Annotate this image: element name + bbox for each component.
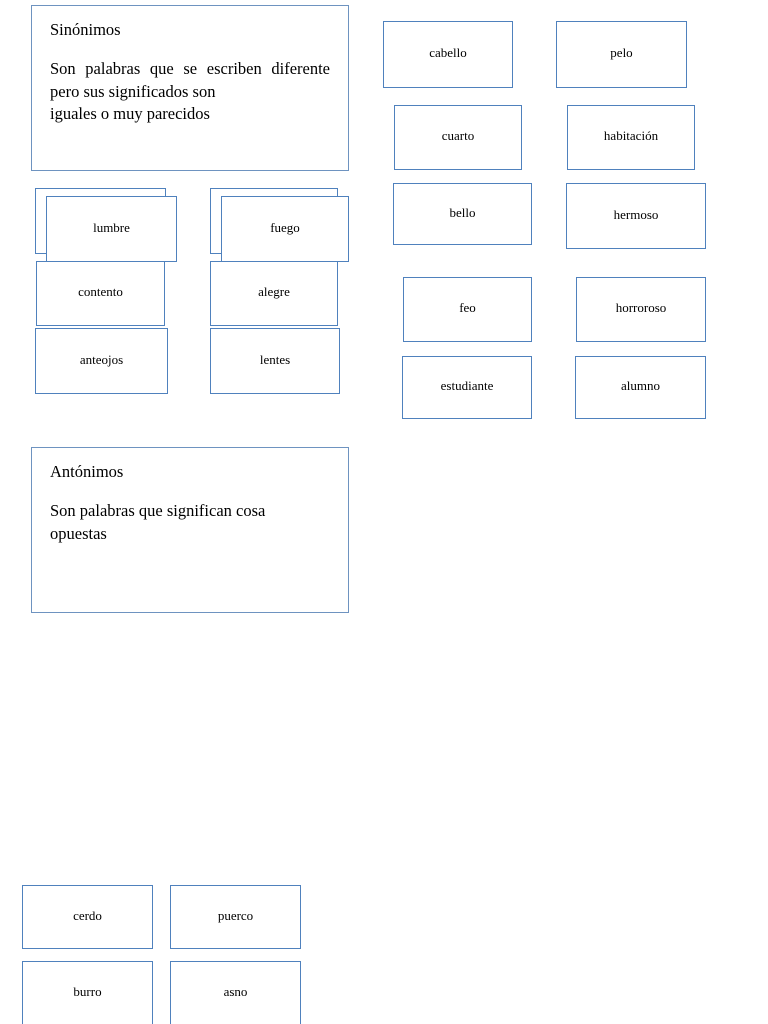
word-card-anteojos[interactable]: anteojos — [35, 328, 168, 394]
word-card-estudiante[interactable]: estudiante — [402, 356, 532, 419]
definition-line-2-ant: opuestas — [50, 523, 107, 543]
word-card-alegre[interactable]: alegre — [210, 261, 338, 326]
word-card-bello[interactable]: bello — [393, 183, 532, 245]
word-label-cuarto: cuarto — [441, 128, 475, 144]
word-label-pelo: pelo — [610, 45, 633, 61]
word-card-contento[interactable]: contento — [36, 261, 165, 326]
word-label-horroroso: horroroso — [615, 300, 667, 316]
word-card-alumno[interactable]: alumno — [575, 356, 706, 419]
word-card-burro[interactable]: burro — [22, 961, 153, 1024]
word-card-fuego[interactable]: fuego — [221, 196, 349, 262]
word-label-burro: burro — [73, 983, 102, 999]
word-label-contento: contento — [78, 284, 123, 300]
word-label-lumbre: lumbre — [93, 219, 130, 235]
definition-title-sinonimos: Sinónimos — [50, 20, 121, 39]
word-card-lentes[interactable]: lentes — [210, 328, 340, 394]
word-card-cabello[interactable]: cabello — [383, 21, 513, 88]
word-label-cerdo: cerdo — [73, 907, 102, 923]
definition-title-antonimos: Antónimos — [50, 462, 124, 481]
definition-line-1: Son palabras que se escriben — [50, 58, 262, 78]
word-label-estudiante: estudiante — [440, 378, 494, 394]
word-label-asno: asno — [223, 983, 248, 999]
word-label-alumno: alumno — [621, 378, 660, 394]
word-label-fuego: fuego — [270, 219, 300, 235]
word-label-puerco: puerco — [217, 907, 254, 923]
word-card-asno[interactable]: asno — [170, 961, 301, 1024]
word-label-anteojos: anteojos — [79, 351, 124, 367]
word-label-alegre: alegre — [258, 284, 290, 300]
definition-line-3: iguales o muy parecidos — [50, 104, 210, 124]
word-card-pelo[interactable]: pelo — [556, 21, 687, 88]
word-card-habitacion[interactable]: habitación — [567, 105, 695, 170]
definition-panel-antonimos: Antónimos Son palabras que significan co… — [31, 447, 349, 613]
word-label-lentes: lentes — [259, 351, 291, 367]
word-label-cabello: cabello — [429, 45, 467, 61]
definition-line-1-ant: Son palabras que significan cosa — [50, 500, 266, 520]
word-card-feo[interactable]: feo — [403, 277, 532, 342]
definition-line-2: diferente pero sus significados son — [50, 58, 331, 101]
word-card-lumbre[interactable]: lumbre — [46, 196, 177, 262]
word-label-bello: bello — [449, 204, 476, 220]
word-label-habitacion: habitación — [603, 128, 659, 144]
definition-panel-sinonimos: Sinónimos Son palabras que se escriben d… — [31, 5, 349, 171]
word-card-cerdo[interactable]: cerdo — [22, 885, 153, 949]
definition-body-sinonimos: Son palabras que se escriben diferente p… — [50, 58, 330, 126]
word-card-horroroso[interactable]: horroroso — [576, 277, 706, 342]
word-card-puerco[interactable]: puerco — [170, 885, 301, 949]
word-card-cuarto[interactable]: cuarto — [394, 105, 522, 170]
word-card-hermoso[interactable]: hermoso — [566, 183, 706, 249]
definition-body-antonimos: Son palabras que significan cosa opuesta… — [50, 500, 330, 546]
word-label-hermoso: hermoso — [613, 206, 659, 222]
word-label-feo: feo — [459, 300, 476, 316]
